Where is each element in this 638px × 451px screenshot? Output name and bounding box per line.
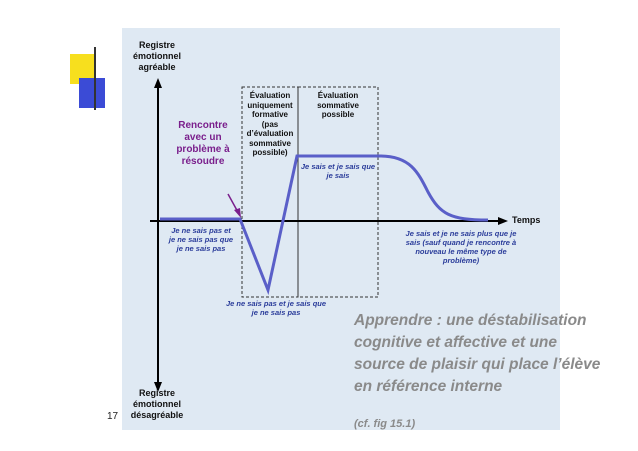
- y-axis-top-label: Registre émotionnel agréable: [132, 40, 181, 72]
- decorative-vertical-line: [94, 47, 96, 110]
- x-axis-label: Temps: [512, 215, 541, 225]
- diagram-panel: [122, 28, 560, 430]
- y-axis-arrow-down: [154, 382, 162, 392]
- phase-1-label: Je ne sais pas et je ne sais pas que je …: [168, 226, 234, 253]
- box-formative-title: Évaluation uniquement formative (pas d’é…: [246, 91, 294, 157]
- x-axis-arrow: [498, 217, 508, 225]
- y-axis-bottom-label: Registre émotionnel désagréable: [130, 388, 184, 420]
- summary-text: Apprendre : une déstabilisation cognitiv…: [354, 312, 601, 395]
- y-axis-arrow-up: [154, 78, 162, 88]
- event-label: Rencontre avec un problème à résoudre: [176, 120, 230, 167]
- phase-4-label: Je sais et je ne sais plus que je sais (…: [405, 229, 517, 265]
- decorative-blue-square: [79, 78, 105, 108]
- summary-reference: (cf. fig 15.1): [354, 418, 416, 430]
- phase-2-label: Je ne sais pas et je sais que je ne sais…: [225, 299, 327, 317]
- emotion-curve: [160, 154, 489, 296]
- page-number: 17: [107, 411, 119, 422]
- phase-3-label: Je sais et je sais que je sais: [300, 162, 376, 180]
- event-arrow-head: [234, 208, 241, 218]
- box-summative: [297, 86, 379, 298]
- box-summative-title: Évaluation sommative possible: [317, 91, 359, 119]
